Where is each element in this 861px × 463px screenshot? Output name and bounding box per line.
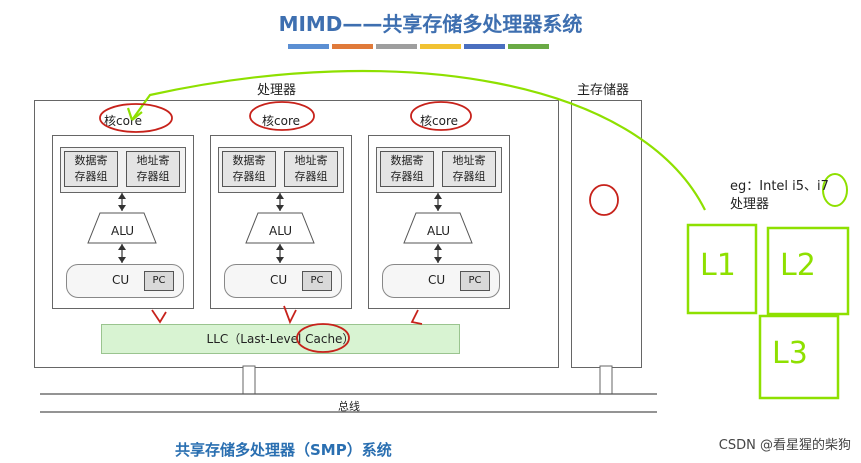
- address-register-line2: 存器组: [294, 170, 328, 183]
- alu-label: ALU: [427, 224, 451, 238]
- memory-circle: [589, 184, 619, 216]
- program-counter: PC: [460, 271, 490, 291]
- example-line2: 处理器: [730, 197, 770, 212]
- data-register-group: 数据寄 存器组: [64, 151, 118, 187]
- data-register-line1: 数据寄: [232, 154, 266, 167]
- stripe-blue: [288, 44, 329, 49]
- data-register-line2: 存器组: [74, 170, 108, 183]
- address-register-line1: 地址寄: [294, 154, 328, 167]
- alu-label: ALU: [111, 224, 135, 238]
- bottom-caption: 共享存储多处理器（SMP）系统: [175, 441, 392, 459]
- address-register-line1: 地址寄: [452, 154, 486, 167]
- alu-label: ALU: [269, 224, 293, 238]
- bus-label: 总线: [338, 400, 360, 413]
- alu-shape: [245, 193, 315, 263]
- l1-label: L1: [700, 248, 736, 283]
- llc-circle: [296, 323, 350, 353]
- processor-label: 处理器: [257, 83, 297, 98]
- data-register-line1: 数据寄: [390, 154, 424, 167]
- l2-label: L2: [780, 248, 816, 283]
- address-register-group: 地址寄 存器组: [126, 151, 180, 187]
- example-line1: eg：Intel i5、i7: [730, 179, 829, 194]
- alu-shape: [403, 193, 473, 263]
- main-memory-box: [571, 100, 642, 368]
- core-circle-3: [410, 101, 472, 131]
- cu-label: CU: [270, 273, 288, 287]
- page-title: MIMD——共享存储多处理器系统: [278, 12, 583, 36]
- cu-label: CU: [428, 273, 446, 287]
- data-register-line2: 存器组: [232, 170, 266, 183]
- green-arrow-path: [131, 69, 706, 211]
- main-memory-label: 主存储器: [577, 83, 630, 98]
- data-register-group: 数据寄 存器组: [222, 151, 276, 187]
- address-register-group: 地址寄 存器组: [284, 151, 338, 187]
- l3-box: [758, 314, 840, 400]
- watermark: CSDN @看星猩的柴狗: [718, 438, 851, 453]
- cu-label: CU: [112, 273, 130, 287]
- address-register-line2: 存器组: [452, 170, 486, 183]
- core-circle-2: [249, 101, 315, 131]
- llc-cache: LLC（Last-Level Cache）: [101, 324, 460, 354]
- core-label: 核core: [262, 114, 300, 128]
- address-register-line2: 存器组: [136, 170, 170, 183]
- address-register-group: 地址寄 存器组: [442, 151, 496, 187]
- program-counter: PC: [144, 271, 174, 291]
- data-register-line2: 存器组: [390, 170, 424, 183]
- program-counter: PC: [302, 271, 332, 291]
- core-circle-1: [99, 103, 173, 133]
- data-register-group: 数据寄 存器组: [380, 151, 434, 187]
- stripe-yellow: [420, 44, 461, 49]
- green-arrow-head: [126, 107, 143, 121]
- data-register-line1: 数据寄: [74, 154, 108, 167]
- l1-box: [686, 223, 758, 315]
- l3-label: L3: [772, 336, 808, 371]
- stripe-orange: [332, 44, 373, 49]
- stripe-gray: [376, 44, 417, 49]
- alu-shape: [87, 193, 157, 263]
- stripe-darkblue: [464, 44, 505, 49]
- address-register-line1: 地址寄: [136, 154, 170, 167]
- i7-circle: [822, 173, 848, 207]
- stripe-green: [508, 44, 549, 49]
- l2-box: [766, 226, 850, 316]
- core-label: 核core: [420, 114, 458, 128]
